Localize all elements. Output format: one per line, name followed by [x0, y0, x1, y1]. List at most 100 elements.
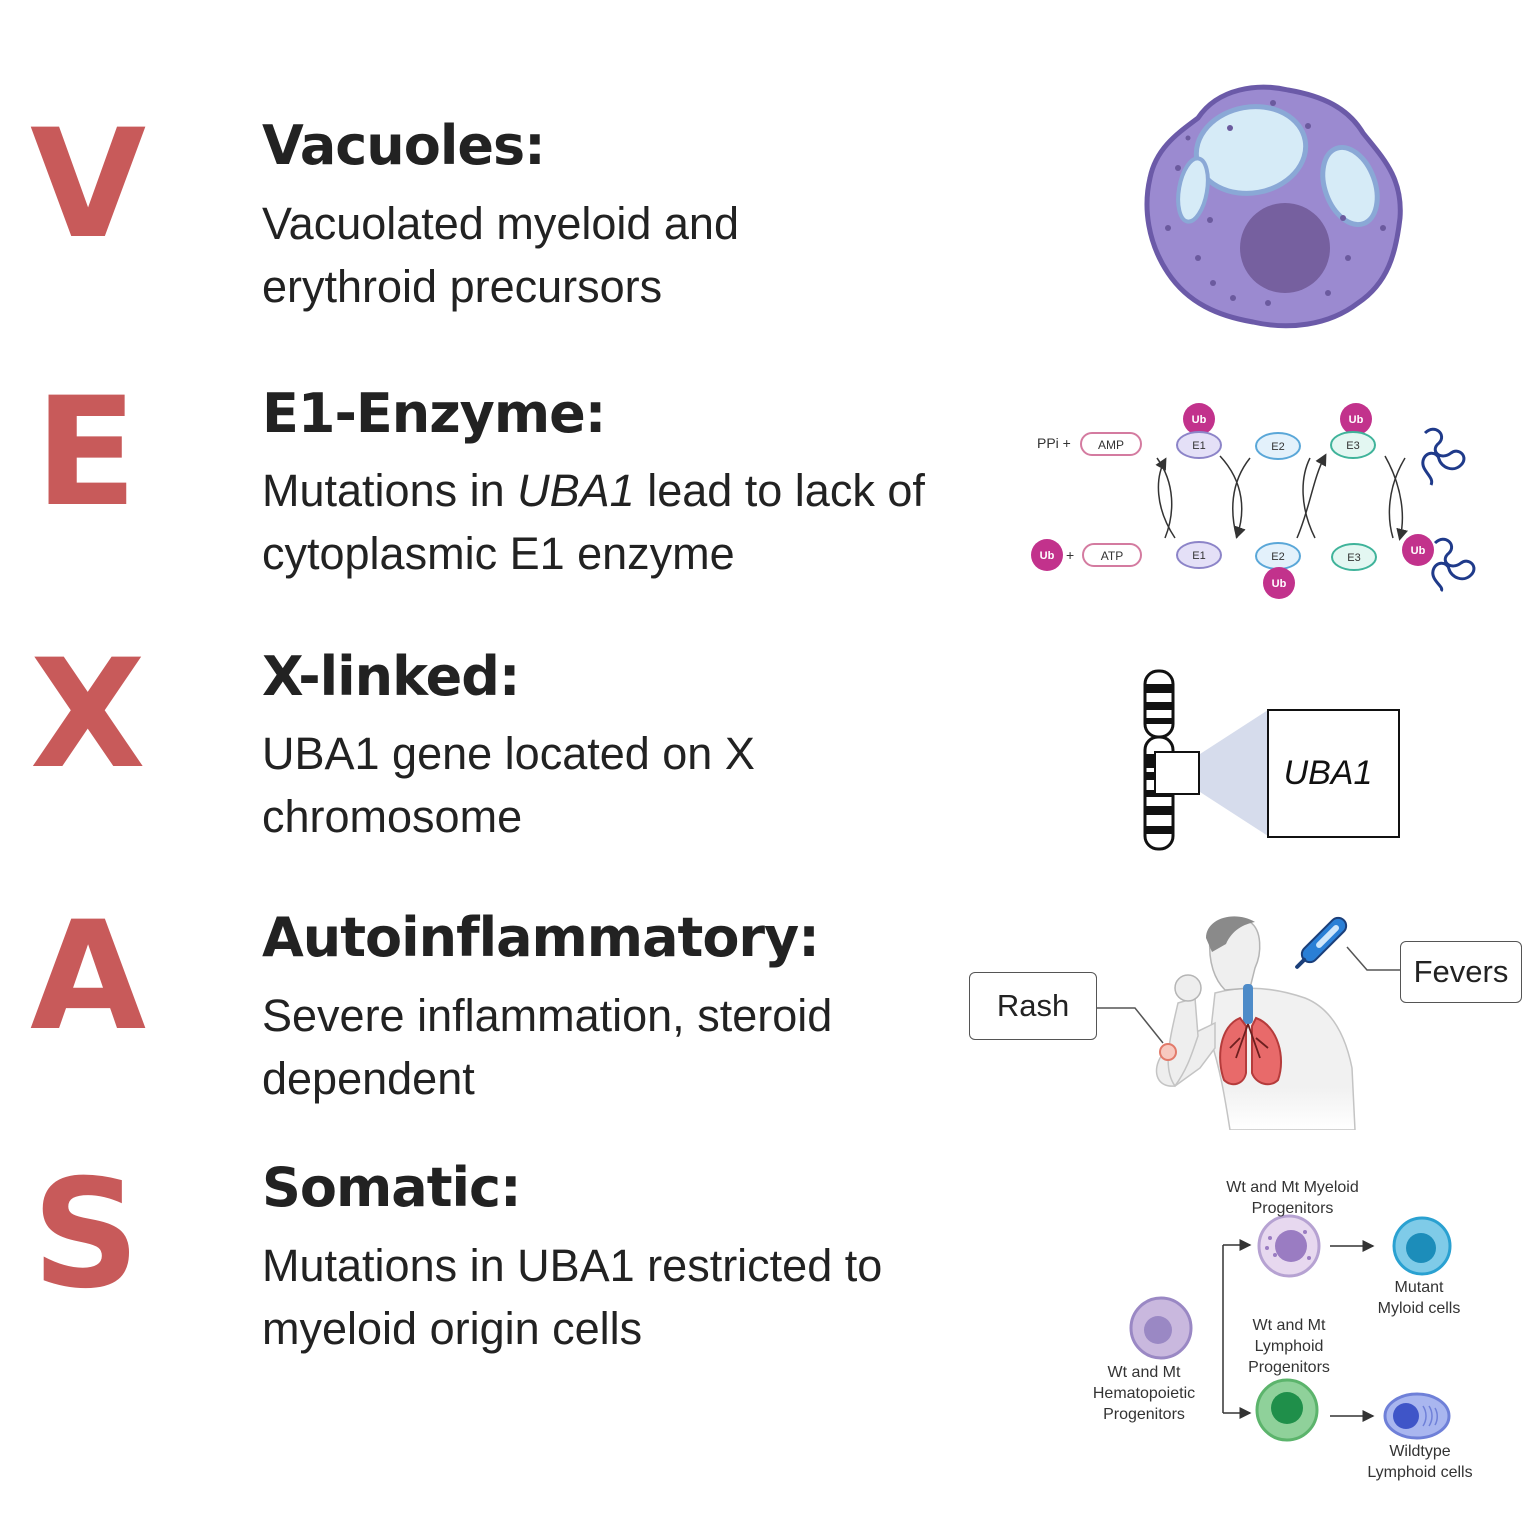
zoom-cone: [1200, 710, 1268, 836]
ub-label: Ub: [1411, 545, 1426, 557]
hair: [1206, 916, 1255, 952]
label-line: Wt and Mt: [1252, 1317, 1326, 1334]
ub-circle: [1183, 403, 1215, 435]
e3-node: [1330, 431, 1376, 459]
desc-line: dependent: [262, 1053, 475, 1104]
ubiquitin-cascade-diagram: PPi + AMP Ub E1 E2 Ub E3 Ub + ATP E1 E2 …: [1031, 403, 1476, 599]
desc-line: Vacuolated myeloid and: [262, 198, 739, 249]
ub-circle: [1263, 567, 1295, 599]
e1-node: [1176, 541, 1222, 569]
ub-circle: [1402, 534, 1434, 566]
amp-label: AMP: [1098, 438, 1124, 452]
e3-label: E3: [1346, 440, 1359, 452]
letter-a: A: [30, 890, 147, 1064]
thermometer-icon: [1295, 916, 1348, 969]
ub-label: Ub: [1040, 550, 1055, 562]
label-line: Lymphoid cells: [1367, 1464, 1473, 1481]
label-line: Lymphoid: [1254, 1338, 1324, 1355]
ub-label: Ub: [1349, 414, 1364, 426]
gene-label-uba1: UBA1: [1284, 754, 1373, 792]
vacuolated-cell-illustration: [1144, 84, 1403, 329]
callout-connector-lines: [1097, 946, 1400, 1044]
label-line: Wt and Mt Myeloid: [1226, 1179, 1359, 1196]
e2-node: [1255, 432, 1301, 460]
desc-line: chromosome: [262, 791, 523, 842]
desc-text: lead to lack of: [634, 465, 925, 516]
letter-x: X: [30, 628, 146, 802]
label-line: Progenitors: [1248, 1359, 1330, 1376]
desc-line: UBA1 gene located on X: [262, 728, 755, 779]
vacuole: [1176, 156, 1210, 224]
ubiquitinated-protein-icon: [1431, 537, 1476, 593]
ub-label: Ub: [1192, 414, 1207, 426]
trachea: [1243, 984, 1253, 1024]
lineage-diagram: [1129, 1214, 1452, 1442]
lung-left: [1219, 1016, 1247, 1086]
arrow: [1302, 457, 1316, 539]
e1-label: E1: [1192, 550, 1205, 562]
plus-label: +: [1066, 547, 1074, 563]
desc-somatic: Mutations in UBA1 restricted to myeloid …: [262, 1234, 882, 1360]
e3-node: [1331, 543, 1377, 571]
e2-label: E2: [1271, 441, 1284, 453]
heading-x-linked: X-linked:: [262, 645, 520, 708]
desc-line: Mutations in UBA1 restricted to: [262, 1240, 883, 1291]
e1-node: [1176, 431, 1222, 459]
heading-e1-enzyme: E1-Enzyme:: [262, 382, 606, 445]
substrate-protein-icon: [1421, 427, 1466, 486]
rash-callout: Rash: [969, 972, 1097, 1040]
desc-text: Mutations in: [262, 465, 518, 516]
desc-line: Severe inflammation, steroid: [262, 990, 833, 1041]
organelle-lines: [1422, 1405, 1438, 1427]
desc-line: Mutations in UBA1 lead to lack of: [262, 459, 925, 522]
x-chromosome-illustration: UBA1: [1143, 669, 1400, 851]
fist: [1174, 974, 1202, 1002]
label-line: Myloid cells: [1377, 1300, 1461, 1317]
label-line: Wildtype: [1389, 1443, 1451, 1460]
gene-box: [1267, 709, 1400, 838]
e1-label: E1: [1192, 440, 1205, 452]
e3-label: E3: [1347, 552, 1360, 564]
arrow: [1232, 457, 1251, 539]
granules: [1165, 100, 1386, 306]
gene-name-italic: UBA1: [517, 465, 635, 516]
ub-label: Ub: [1272, 578, 1287, 590]
label-lymphoid-progenitors: Wt and Mt Lymphoid Progenitors: [1234, 1315, 1344, 1378]
myeloid-progenitor-nucleus: [1275, 1230, 1307, 1262]
label-line: Progenitors: [1103, 1406, 1185, 1423]
letter-v: V: [30, 98, 147, 272]
letter-s: S: [31, 1148, 141, 1322]
label-line: Mutant: [1394, 1279, 1444, 1296]
arrow: [1155, 457, 1176, 539]
letter-e: E: [34, 366, 138, 540]
desc-line: cytoplasmic E1 enzyme: [262, 528, 735, 579]
ub-circle: [1340, 403, 1372, 435]
mutant-myeloid-nucleus: [1406, 1233, 1436, 1263]
desc-autoinflammatory: Severe inflammation, steroid dependent: [262, 984, 832, 1110]
fevers-callout: Fevers: [1400, 941, 1522, 1003]
arrow: [1388, 457, 1406, 539]
label-line: Wt and Mt: [1107, 1364, 1181, 1381]
atp-label: ATP: [1101, 549, 1123, 563]
ppi-label: PPi +: [1037, 435, 1071, 451]
lymphoid-progenitor-nucleus: [1271, 1392, 1303, 1424]
forearm: [1167, 997, 1199, 1088]
e2-label: E2: [1271, 551, 1284, 563]
label-line: Hematopoietic: [1092, 1385, 1196, 1402]
heading-autoinflammatory: Autoinflammatory:: [262, 906, 820, 969]
desc-vacuoles: Vacuolated myeloid and erythroid precurs…: [262, 192, 739, 318]
amp-pill: [1080, 432, 1142, 456]
arrow: [1219, 455, 1246, 539]
bronchi: [1229, 1023, 1269, 1059]
arrow: [1156, 457, 1173, 539]
arrow: [1384, 455, 1409, 541]
desc-line: erythroid precursors: [262, 261, 663, 312]
vacuole: [1320, 144, 1380, 228]
label-wildtype-lymphoid: Wildtype Lymphoid cells: [1360, 1441, 1480, 1483]
hsc-nucleus: [1144, 1316, 1172, 1344]
desc-e1-enzyme: Mutations in UBA1 lead to lack of cytopl…: [262, 459, 925, 585]
atp-pill: [1082, 543, 1142, 567]
nucleus: [1240, 203, 1330, 293]
zoom-region-box: [1154, 751, 1200, 795]
label-line: Progenitors: [1251, 1200, 1334, 1217]
